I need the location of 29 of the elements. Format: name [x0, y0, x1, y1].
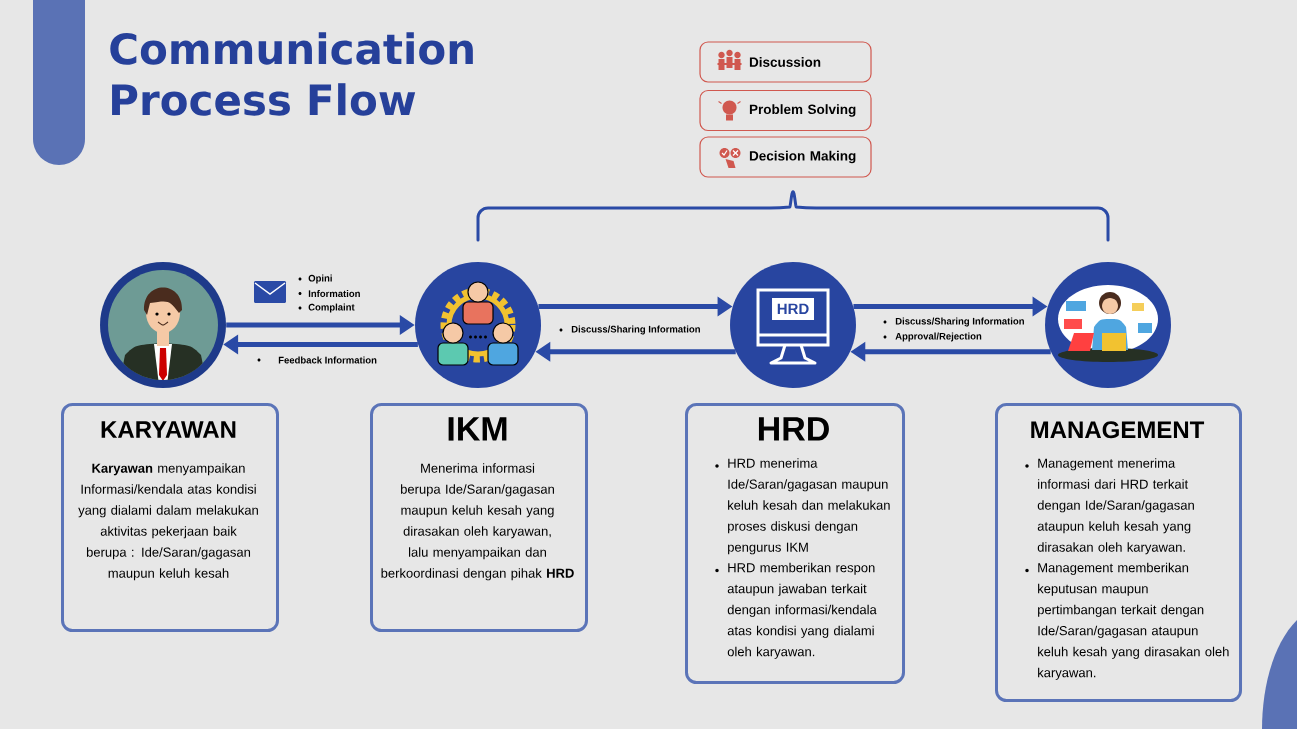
- tag-box: Problem Solving: [699, 89, 872, 132]
- bullet-item: Information: [298, 290, 360, 297]
- tag-box: Decision Making: [699, 136, 872, 178]
- card-heading: KARYAWAN: [101, 421, 236, 438]
- card-heading: HRD: [758, 417, 829, 441]
- edge-label: Feedback Information: [257, 356, 377, 364]
- card-heading: MANAGEMENT: [1031, 421, 1205, 439]
- edge-label: Discuss/Sharing Information: [883, 317, 1024, 327]
- bullet-item: Opini: [298, 274, 332, 284]
- bullet-text: Management memberikan keputusan maupun pertimbangan terkait dengan Ide/Saran/gagasan ataupun keluh kesah yang dirasakan oleh karyawan.: [1025, 562, 1229, 680]
- card-heading: IKM: [448, 417, 507, 441]
- title: Communication Process Flow: [110, 32, 473, 116]
- edge-label: Discuss/Sharing Information: [559, 325, 700, 335]
- info-card: [685, 403, 905, 684]
- bullet-item: Complaint: [298, 303, 355, 313]
- card-text: Menerima informasi berupa Ide/Saran/gagasan maupun keluh kesah yang dirasakan oleh karyawan, lalu menyampaikan dan berkoordinasi dengan pihak HRD: [381, 463, 574, 581]
- screen-label: HRD: [777, 303, 809, 314]
- bullet-text: HRD memberikan respon ataupun jawaban terkait dengan informasi/kendala atas kondisi yang dialami oleh karyawan.: [715, 562, 877, 659]
- info-card: [995, 403, 1242, 702]
- edge-label: Approval/Rejection: [883, 332, 982, 342]
- office-worker-drawing: [1045, 262, 1171, 388]
- bullet-text: Management menerima informasi dari HRD terkait dengan Ide/Saran/gagasan ataupun keluh kesah yang dirasakan oleh karyawan.: [1025, 458, 1194, 555]
- info-card: [370, 403, 588, 632]
- card-text: Karyawan menyampaikan Informasi/kendala atas kondisi yang dialami dalam melakukan aktivitas pekerjaan baik berupa : Ide/Saran/gagasan maupun keluh kesah: [78, 463, 258, 581]
- team-drawing: [415, 262, 541, 388]
- tag-box: Discussion: [699, 41, 872, 83]
- bullet-text: HRD menerima Ide/Saran/gagasan maupun keluh kesah dan melakukan proses diskusi dengan pengurus IKM: [715, 458, 890, 555]
- person-avatar: [100, 262, 226, 388]
- info-card: [61, 403, 279, 632]
